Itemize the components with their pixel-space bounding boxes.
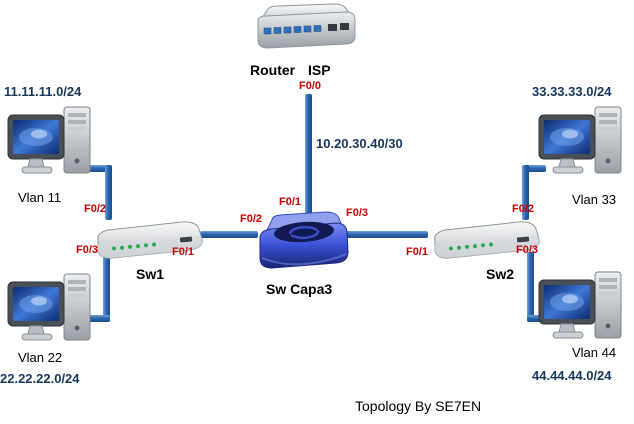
link-pc11-sw1-h	[88, 165, 112, 172]
switch1-label: Sw1	[136, 266, 165, 282]
network44-label: 44.44.44.0/24	[532, 368, 612, 383]
pc-icon-vlan22	[7, 273, 91, 341]
pc-icon-vlan44	[538, 271, 622, 339]
sw1-port-right-label: F0/1	[172, 246, 195, 258]
link-pc44-sw2-v	[527, 252, 534, 322]
link-sw2-core	[346, 231, 428, 238]
network11-label: 11.11.11.0/24	[4, 84, 82, 99]
router-label: Router	[250, 62, 296, 78]
sw1-port-bottom-label: F0/3	[76, 244, 99, 256]
network33-label: 33.33.33.0/24	[532, 84, 612, 99]
core-switch-label: Sw Capa3	[266, 281, 333, 297]
vlan11-label: Vlan 11	[18, 190, 62, 205]
switch2-icon	[434, 221, 540, 259]
link-pc11-sw1-v	[105, 165, 112, 220]
core-port-right-label: F0/3	[346, 207, 369, 219]
sw2-port-left-label: F0/1	[406, 246, 429, 258]
sw2-port-top-label: F0/2	[512, 203, 535, 215]
router-icon	[257, 3, 356, 49]
pc-icon-vlan33	[538, 106, 622, 174]
diagram-title: Topology By SE7EN	[355, 398, 482, 414]
vlan33-label: Vlan 33	[572, 192, 617, 207]
switch1-icon	[97, 221, 203, 259]
sw1-port-top-label: F0/2	[84, 203, 107, 215]
link-pc33-sw2-h	[522, 165, 546, 172]
vlan44-label: Vlan 44	[572, 345, 617, 360]
sw2-port-bottom-label: F0/3	[516, 244, 539, 256]
network22-label: 22.22.22.0/24	[0, 371, 80, 386]
link-pc22-sw1-h	[88, 315, 110, 322]
link-sw1-core	[200, 231, 258, 238]
vlan22-label: Vlan 22	[18, 350, 63, 365]
switch2-label: Sw2	[486, 266, 515, 282]
link-pc22-sw1-v	[103, 252, 110, 322]
pc-icon-vlan11	[7, 106, 91, 174]
link-router-core	[305, 94, 312, 220]
core-switch-icon	[259, 211, 349, 269]
link-pc33-sw2-v	[522, 165, 529, 220]
router-port-f0-0-label: F0/0	[299, 80, 322, 92]
core-port-left-label: F0/2	[240, 213, 263, 225]
isp-label: ISP	[308, 62, 331, 78]
wan-subnet-label: 10.20.30.40/30	[316, 136, 403, 151]
core-port-top-label: F0/1	[279, 196, 302, 208]
